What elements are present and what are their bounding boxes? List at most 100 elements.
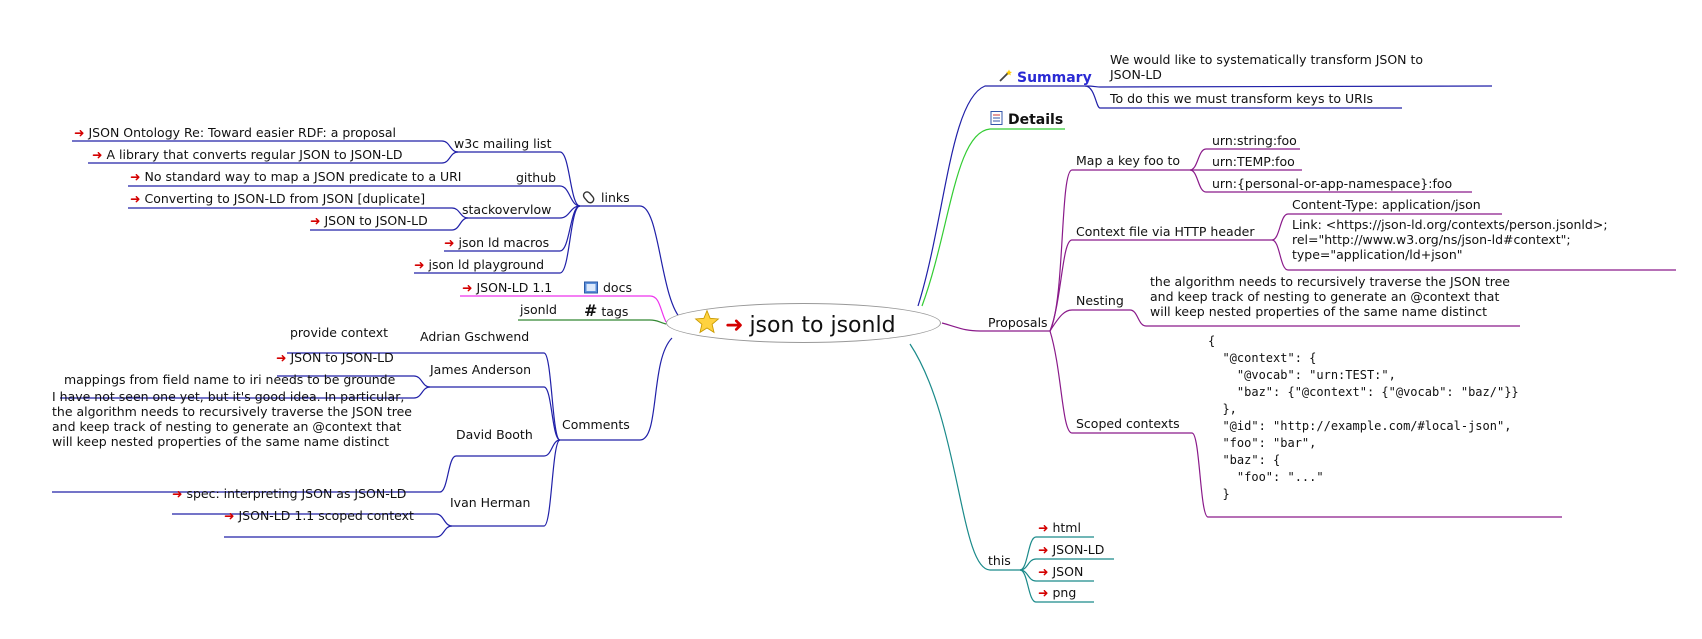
- red-arrow-icon: ➜: [276, 350, 287, 365]
- link-item-label: No standard way to map a JSON predicate …: [144, 169, 462, 184]
- edge-james-item1: [277, 375, 431, 388]
- this-item-jsonld[interactable]: ➜JSON-LD: [1038, 542, 1104, 557]
- red-arrow-icon: ➜: [92, 147, 103, 162]
- links-label: links: [601, 190, 630, 205]
- w3c-item-1[interactable]: ➜JSON Ontology Re: Toward easier RDF: a …: [74, 125, 396, 140]
- tags-node[interactable]: #tags: [584, 301, 629, 320]
- edge-ivan-item2: [224, 525, 453, 538]
- red-arrow-icon: ➜: [414, 257, 425, 272]
- edge-scoped-code: [1191, 432, 1562, 518]
- json-ld-playground-link[interactable]: ➜json ld playground: [414, 257, 544, 272]
- edge-proposals-scoped: [1049, 330, 1192, 434]
- adrian-node[interactable]: Adrian Gschwend: [420, 329, 530, 344]
- stackoverflow-node[interactable]: stackovervlow: [462, 202, 552, 217]
- docs-node[interactable]: docs: [584, 280, 632, 297]
- summary-connectors: [917, 85, 1493, 307]
- edge-this-item4: [1019, 569, 1094, 603]
- github-item-1[interactable]: ➜No standard way to map a JSON predicate…: [130, 169, 461, 184]
- comment-item-label: spec: interpreting JSON as JSON-LD: [186, 486, 407, 501]
- red-arrow-icon: ➜: [1038, 542, 1049, 557]
- map-key-node[interactable]: Map a key foo to: [1076, 153, 1181, 168]
- this-item-png[interactable]: ➜png: [1038, 585, 1076, 600]
- stackoverflow-item-2[interactable]: ➜JSON to JSON-LD: [310, 213, 428, 228]
- edge-this-item1: [1019, 536, 1094, 571]
- edge-proposals-nesting: [1049, 309, 1130, 332]
- ivan-item-1[interactable]: ➜spec: interpreting JSON as JSON-LD: [172, 486, 406, 501]
- magic-wand-icon: [998, 69, 1012, 87]
- map-key-item-1: urn:string:foo: [1212, 133, 1297, 148]
- json-ld-macros-link[interactable]: ➜json ld macros: [444, 235, 549, 250]
- edge-comments-david: [456, 439, 561, 457]
- proposals-node[interactable]: Proposals: [988, 315, 1048, 330]
- w3c-item-2[interactable]: ➜A library that converts regular JSON to…: [92, 147, 403, 162]
- w3c-mailing-list-node[interactable]: w3c mailing list: [454, 136, 552, 151]
- this-item-html[interactable]: ➜html: [1038, 520, 1081, 535]
- comments-connectors: [52, 337, 673, 538]
- edge-root-links: [580, 205, 683, 321]
- david-item-1: I have not seen one yet, but it's good i…: [52, 389, 412, 449]
- red-arrow-icon: ➜: [444, 235, 455, 250]
- edge-comments-james: [430, 386, 561, 441]
- tags-item-1: jsonld: [520, 302, 557, 317]
- details-node[interactable]: Details: [990, 111, 1063, 129]
- edge-context-item1: [1271, 213, 1502, 241]
- root-title: json to jsonld: [749, 313, 896, 338]
- github-node[interactable]: github: [516, 170, 557, 185]
- tags-label: tags: [601, 304, 629, 319]
- red-arrow-icon: ➜: [172, 486, 183, 501]
- proposals-connectors: [941, 148, 1676, 518]
- edge-root-docs: [580, 295, 667, 323]
- context-file-item-2: Link: <https://json-ld.org/contexts/pers…: [1292, 217, 1608, 262]
- this-connectors: [909, 343, 1114, 603]
- hash-icon: #: [584, 301, 598, 320]
- nesting-node[interactable]: Nesting: [1076, 293, 1124, 308]
- summary-node[interactable]: Summary: [998, 69, 1092, 87]
- edge-root-this: [909, 343, 1020, 571]
- red-arrow-icon: ➜: [130, 169, 141, 184]
- red-arrow-icon: ➜: [462, 280, 473, 295]
- context-file-node[interactable]: Context file via HTTP header: [1076, 224, 1255, 239]
- comments-node[interactable]: Comments: [562, 417, 630, 432]
- edge-nesting-text: [1129, 309, 1520, 327]
- map-key-item-3: urn:{personal-or-app-namespace}:foo: [1212, 176, 1453, 191]
- links-node[interactable]: links: [582, 190, 630, 207]
- edge-context-item2: [1271, 239, 1676, 271]
- this-item-json[interactable]: ➜JSON: [1038, 564, 1083, 579]
- edge-links-playground: [414, 205, 581, 274]
- adrian-item-1: provide context: [290, 325, 389, 340]
- stackoverflow-item-1[interactable]: ➜Converting to JSON-LD from JSON [duplic…: [130, 191, 425, 206]
- this-item-label: png: [1052, 585, 1077, 600]
- james-node[interactable]: James Anderson: [430, 362, 532, 377]
- edge-mapkey-item1: [1189, 148, 1300, 171]
- details-label: Details: [1008, 112, 1064, 128]
- ivan-node[interactable]: Ivan Herman: [450, 495, 531, 510]
- tags-connectors: [518, 319, 667, 325]
- scoped-contexts-code: { "@context": { "@vocab": "urn:TEST:", "…: [1208, 334, 1519, 501]
- edge-root-details: [921, 128, 1065, 307]
- this-item-label: JSON: [1052, 564, 1084, 579]
- ivan-item-2[interactable]: ➜JSON-LD 1.1 scoped context: [224, 508, 414, 523]
- comment-item-label: JSON-LD 1.1 scoped context: [238, 508, 414, 523]
- link-item-label: json ld playground: [428, 257, 545, 272]
- red-arrow-icon: ➜: [1038, 520, 1049, 535]
- link-item-label: A library that converts regular JSON to …: [106, 147, 403, 162]
- map-key-item-2: urn:TEMP:foo: [1212, 154, 1295, 169]
- edge-root-summary: [917, 85, 1085, 307]
- docs-item-1[interactable]: ➜JSON-LD 1.1: [462, 280, 552, 295]
- scoped-contexts-node[interactable]: Scoped contexts: [1076, 416, 1180, 431]
- david-node[interactable]: David Booth: [456, 427, 533, 442]
- link-item-label: json ld macros: [458, 235, 550, 250]
- edge-ivan-item1: [172, 513, 453, 527]
- edge-links-github: [518, 185, 581, 207]
- edge-this-item2: [1019, 558, 1114, 571]
- edge-so-item1: [128, 207, 469, 219]
- summary-item-1: We would like to systematically transfor…: [1110, 52, 1424, 82]
- edge-links-w3c: [458, 151, 581, 207]
- this-node[interactable]: this: [988, 553, 1011, 568]
- link-item-label: JSON-LD 1.1: [476, 280, 553, 295]
- james-item-1[interactable]: ➜JSON to JSON-LD: [276, 350, 394, 365]
- edge-comments-ivan: [452, 439, 561, 527]
- edge-w3c-item1: [72, 140, 459, 153]
- root-node[interactable]: ➜ json to jsonld: [666, 303, 941, 343]
